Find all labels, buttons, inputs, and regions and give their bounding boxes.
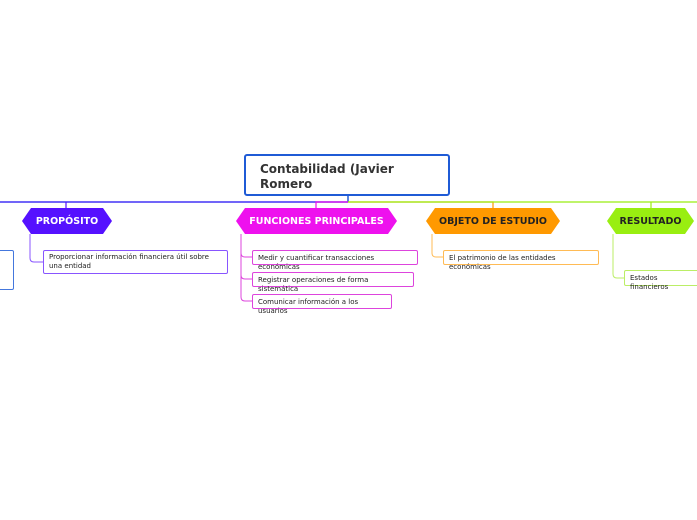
subtopic-estados-financieros[interactable]: Estados financieros xyxy=(624,270,697,291)
subtopic-medir-transacciones[interactable]: Medir y cuantificar transacciones económ… xyxy=(252,250,418,271)
subtopic-comunicar-informacion[interactable]: Comunicar información a los usuarios xyxy=(252,294,392,315)
subtopic-patrimonio[interactable]: El patrimonio de las entidades económica… xyxy=(443,250,599,271)
topic-resultado[interactable]: RESULTADO xyxy=(607,208,694,234)
topic-funciones-principales[interactable]: FUNCIONES PRINCIPALES xyxy=(236,208,397,234)
central-topic[interactable]: Contabilidad (Javier Romero xyxy=(244,154,450,196)
subtopic-informacion-financiera[interactable]: Proporcionar información financiera útil… xyxy=(43,250,228,274)
subtopic-registrar-operaciones[interactable]: Registrar operaciones de forma sistemáti… xyxy=(252,272,414,293)
offscreen-subtopic-box[interactable] xyxy=(0,250,14,290)
topic-proposito[interactable]: PROPÓSITO xyxy=(22,208,112,234)
topic-objeto-de-estudio[interactable]: OBJETO DE ESTUDIO xyxy=(426,208,560,234)
